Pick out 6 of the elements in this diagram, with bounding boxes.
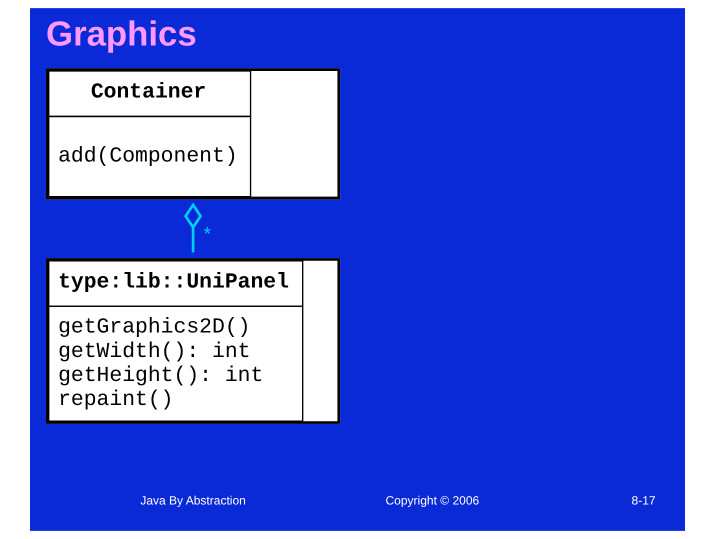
diagram-title: Graphics [46, 15, 196, 54]
label: Copyright © 2006 [385, 493, 479, 508]
label: 8-17 [631, 493, 656, 508]
edge-label: * [203, 223, 210, 244]
label: Java By Abstraction [140, 493, 246, 508]
connector [183, 202, 202, 252]
